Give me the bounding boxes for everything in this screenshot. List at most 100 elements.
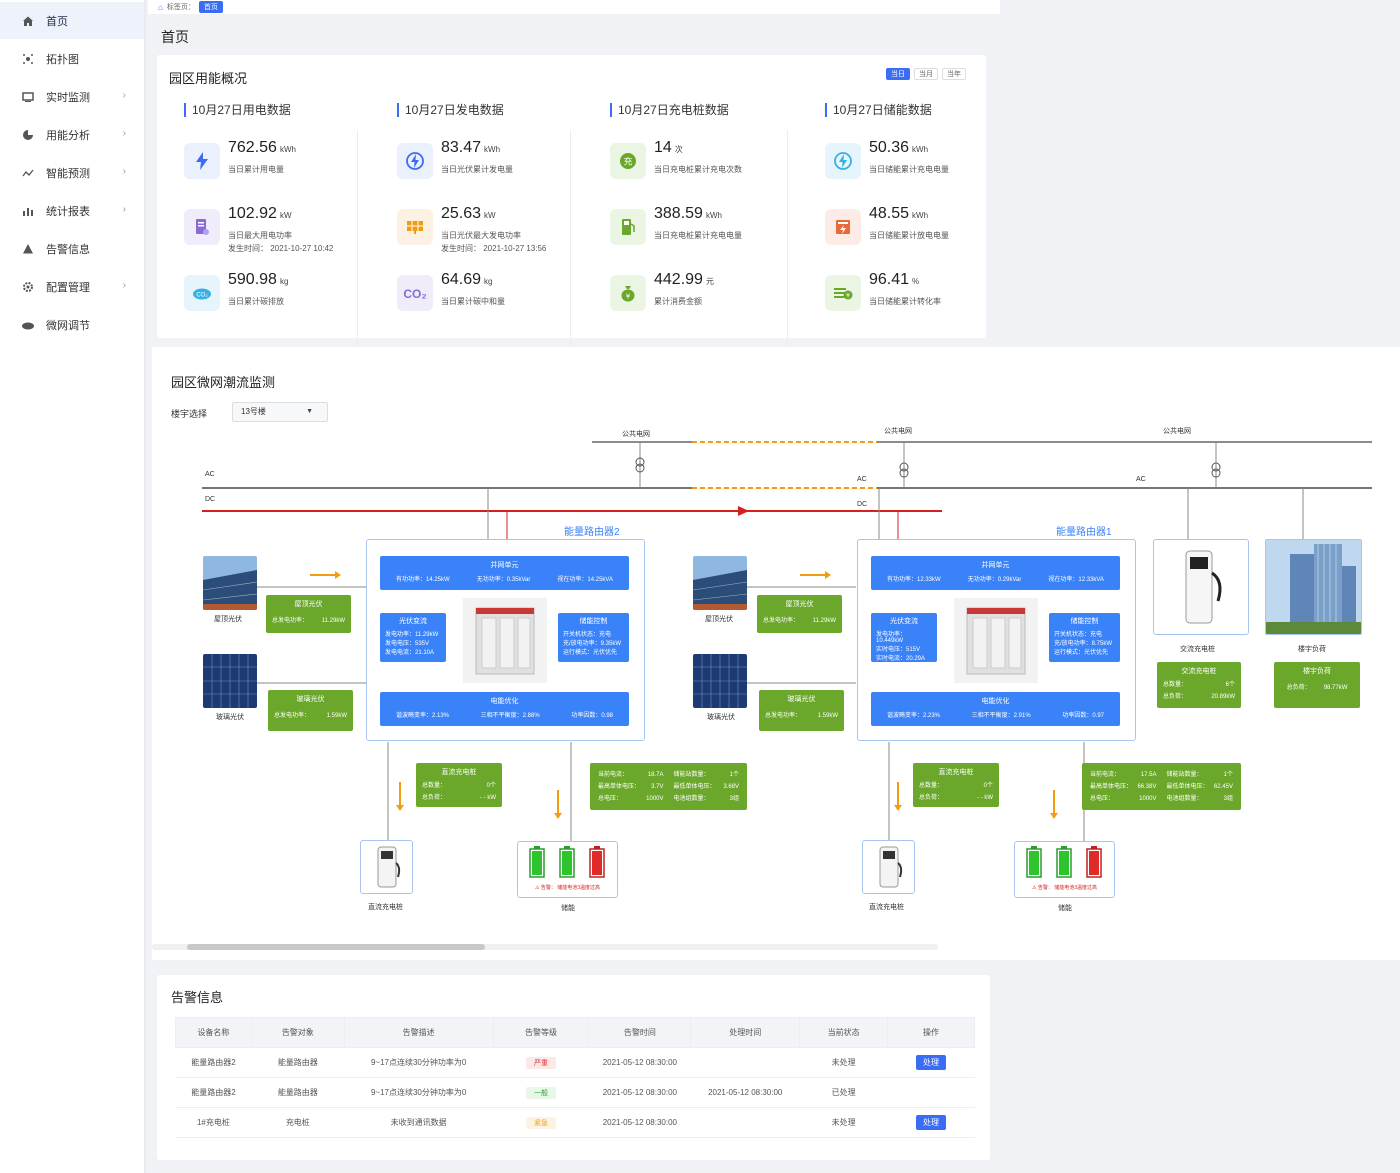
meter-icon [184, 209, 220, 245]
severity-badge: 严重 [525, 1056, 556, 1069]
public-grid-label: 公共电网 [622, 431, 650, 438]
stat-label: 当日光伏累计发电量 [441, 165, 513, 174]
coins-icon: ¥ [825, 275, 861, 311]
storage-image[interactable]: ⚠ 告警： 储能电池3温度过高 [1014, 841, 1115, 898]
sidebar-item-forecast[interactable]: 智能预测 › [0, 154, 144, 191]
tab-bar: ⌂ 标签页： 首页 [148, 0, 1000, 14]
column-header: 告警等级 [492, 1017, 590, 1048]
sidebar-item-analysis[interactable]: 用能分析 › [0, 116, 144, 153]
router-name: 能量路由器1 [1056, 527, 1112, 538]
column-header: 操作 [887, 1017, 975, 1048]
divider [787, 130, 788, 360]
lightning-icon [184, 143, 220, 179]
storage-box: 当前电流：17.5A 储能站数量：1个 最高单体电压：66.38V 最低单体电压… [1082, 763, 1241, 810]
dc-charger-box: 直流充电桩 总数量：0个 总负荷：- - kW [913, 763, 999, 807]
dc-label: DC [205, 496, 216, 503]
sidebar-item-microgrid[interactable]: 微网调节 [0, 306, 144, 343]
svg-text:CO₂: CO₂ [196, 293, 208, 299]
dc-charger-box: 直流充电桩 总数量：0个 总负荷：- - kW [416, 763, 502, 807]
handle-button[interactable]: 处理 [916, 1115, 947, 1130]
public-grid-label: 公共电网 [884, 428, 912, 435]
building-select-value: 13号楼 [241, 407, 266, 416]
svg-text:¥: ¥ [846, 293, 850, 300]
stat-label: 当日储能累计放电电量 [869, 231, 949, 240]
severity-badge: 紧急 [525, 1116, 556, 1129]
topology-icon [20, 51, 36, 67]
tab-year[interactable]: 当年 [942, 68, 966, 80]
handle-button[interactable]: 处理 [916, 1055, 947, 1070]
solar-panel-icon [397, 209, 433, 245]
power-quality-panel: 电能优化 谐波畸变率：2.23%三相不平衡度：2.91%功率因数：0.97 [871, 692, 1120, 726]
column-heading: 10月27日用电数据 [184, 103, 394, 117]
glass-pv-box: 玻璃光伏 总发电功率：1.59kW [268, 690, 353, 731]
tab-day[interactable]: 当日 [886, 68, 910, 80]
roof-pv-box: 屋顶光伏 总发电功率：11.29kW [266, 595, 351, 633]
sidebar-item-label: 实时监测 [46, 91, 90, 104]
dc-charger-image[interactable] [360, 840, 413, 894]
transformer-icon [1211, 462, 1221, 472]
column-heading: 10月27日发电数据 [397, 103, 607, 117]
storage-image[interactable]: ⚠ 告警： 储能电池3温度过高 [517, 841, 618, 898]
storage-alarm: ⚠ 告警： 储能电池3温度过高 [1031, 885, 1098, 891]
trend-icon [20, 165, 36, 181]
sidebar-item-label: 统计报表 [46, 205, 90, 218]
transformer-icon [1211, 468, 1221, 478]
column-header: 告警对象 [250, 1017, 345, 1048]
stat-label: 当日储能累计充电电量 [869, 165, 949, 174]
sidebar-item-topology[interactable]: 拓扑图 [0, 40, 144, 77]
scrollbar-thumb [187, 944, 485, 950]
sidebar-item-reports[interactable]: 统计报表 › [0, 192, 144, 229]
battery-icons [1026, 846, 1102, 878]
column-heading: 10月27日储能数据 [825, 103, 1035, 117]
transformer-icon [635, 457, 645, 467]
monitor-icon [20, 89, 36, 105]
lightning-circle-icon [825, 143, 861, 179]
storage-label: 储能 [1058, 905, 1072, 912]
ac-charger-label: 交流充电桩 [1180, 646, 1215, 653]
home-icon: ⌂ [158, 2, 163, 12]
stat-label: 当日累计碳中和量 [441, 297, 505, 306]
ac-charger-image[interactable] [1153, 539, 1249, 635]
sidebar-item-alarms[interactable]: 告警信息 [0, 230, 144, 267]
stat-label: 当日累计碳排放 [228, 297, 284, 306]
chevron-right-icon: › [122, 90, 126, 101]
sidebar-item-realtime[interactable]: 实时监测 › [0, 78, 144, 115]
glass-pv-label: 玻璃光伏 [707, 714, 735, 721]
table-row: 1#充电桩 充电桩 未收到通讯数据 紧急 2021-05-12 08:30:00… [175, 1107, 975, 1138]
dc-charger-image[interactable] [862, 840, 915, 894]
flow-title: 园区微网潮流监测 [171, 375, 276, 390]
transformer-icon [899, 462, 909, 472]
dc-charger-label: 直流充电桩 [368, 904, 403, 911]
stat-label: 当日充电桩累计充电电量 [654, 231, 742, 240]
public-grid-label: 公共电网 [1163, 428, 1191, 435]
building-image[interactable] [1265, 539, 1362, 635]
tab-month[interactable]: 当月 [914, 68, 938, 80]
stat-label: 当日光伏最大发电功率发生时间： 2021-10-27 13:56 [441, 231, 547, 253]
sidebar-item-config[interactable]: 配置管理 › [0, 268, 144, 305]
router-cabinet-image [463, 598, 547, 683]
co2-cloud-icon: CO₂ [184, 275, 220, 311]
tab-home[interactable]: 首页 [198, 1, 223, 13]
sidebar-item-home[interactable]: 首页 [0, 2, 144, 39]
building-select[interactable]: 13号楼 ▼ [232, 402, 328, 422]
ac-label: AC [857, 476, 867, 483]
router-name: 能量路由器2 [564, 527, 620, 538]
stat-label: 当日最大用电功率发生时间： 2021-10-27 10:42 [228, 231, 334, 253]
lightning-circle-icon [397, 143, 433, 179]
